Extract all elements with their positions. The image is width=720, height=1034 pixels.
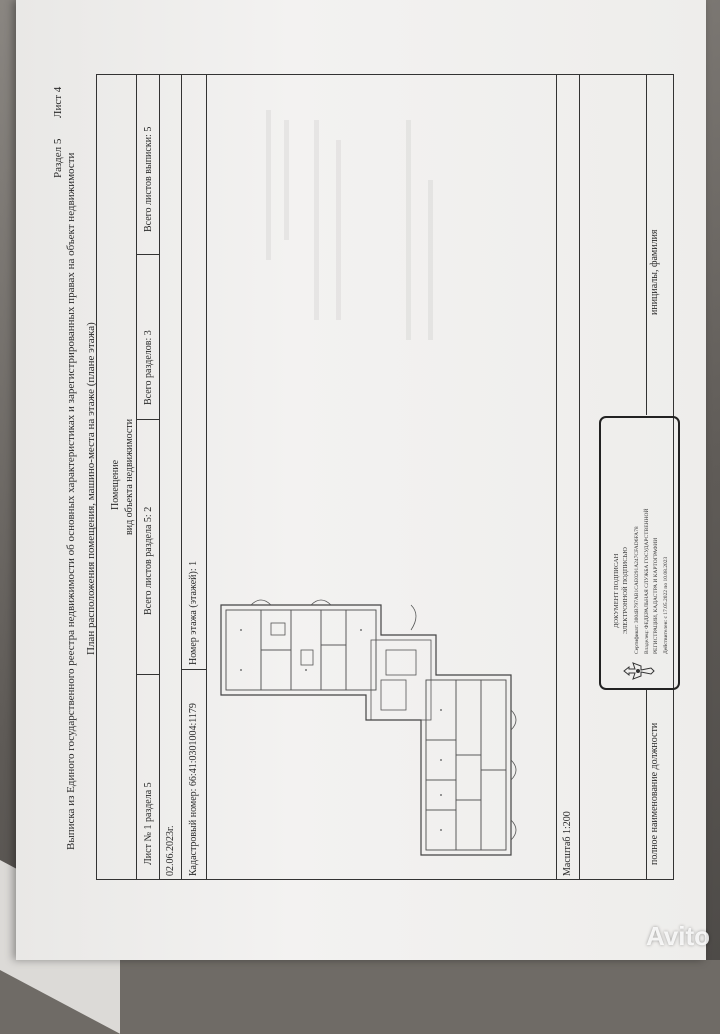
signature-line-1: ДОКУМЕНТ ПОДПИСАН <box>613 553 620 628</box>
sections-total: Всего разделов: 3 <box>143 330 154 405</box>
col-divider-1 <box>136 674 159 675</box>
sheets-total: Всего листов выписки: 5 <box>143 126 154 232</box>
object-type-value: Помещение <box>110 459 121 510</box>
position-caption: полное наименование должности <box>649 722 660 865</box>
table-bottom-border <box>579 75 580 880</box>
signature-validity: Действителен: с 17.05.2022 по 10.08.2023 <box>663 556 669 654</box>
row-line-scale <box>556 75 557 880</box>
watermark-brand: Avito <box>645 921 710 951</box>
table-top-border <box>96 75 97 880</box>
document-sheet: Выписка из Единого государственного реес… <box>16 0 706 960</box>
table-left-border <box>96 879 674 880</box>
avito-logo-icon: Avito <box>646 921 710 952</box>
bleed-through-text-3 <box>314 120 319 320</box>
bleed-through-text-4 <box>336 140 341 320</box>
initials-caption: инициалы, фамилия <box>649 229 660 315</box>
header-title: Выписка из Единого государственного реес… <box>65 152 77 850</box>
row-line-cadastral <box>206 75 207 880</box>
bleed-through-text-1 <box>266 110 271 260</box>
electronic-signature-stamp: ДОКУМЕНТ ПОДПИСАН ЭЛЕКТРОННОЙ ПОДПИСЬЮ С… <box>599 416 680 690</box>
sheets-in-section: Всего листов раздела 5: 2 <box>143 506 154 615</box>
row-line-sheet-info <box>159 75 160 880</box>
floor-number: Номер этажа (этажей): 1 <box>188 560 199 665</box>
col-divider-2 <box>136 419 159 420</box>
signature-line-2: ЭЛЕКТРОННОЙ ПОДПИСЬЮ <box>622 547 629 634</box>
row-line-object-type <box>136 75 137 880</box>
row-line-date <box>181 75 182 880</box>
col-divider-4 <box>181 669 206 670</box>
signature-owner: Владелец: ФЕДЕРАЛЬНАЯ СЛУЖБА ГОСУДАРСТВЕ… <box>644 508 650 654</box>
rotated-document: Выписка из Единого государственного реес… <box>16 0 720 960</box>
table-right-border <box>96 74 674 75</box>
bleed-through-text-6 <box>428 180 433 340</box>
section-label: Раздел 5 <box>52 138 64 178</box>
signature-certificate: Сертификат: 3004B797AB1CAE0291A247CFAD6F… <box>634 526 640 654</box>
signature-owner-cont: РЕГИСТРАЦИИ, КАДАСТРА И КАРТОГРАФИИ <box>653 537 659 654</box>
sheet-number: Лист № 1 раздела 5 <box>143 782 154 865</box>
bleed-through-text-2 <box>284 120 289 240</box>
bleed-through-text-5 <box>406 120 411 340</box>
position-underline <box>646 690 647 880</box>
col-divider-3 <box>136 254 159 255</box>
object-type-caption: вид объекта недвижимости <box>124 418 135 535</box>
coat-of-arms-icon <box>623 662 655 680</box>
sheet-label: Лист 4 <box>52 86 64 118</box>
issue-date: 02.06.2023г. <box>165 825 176 876</box>
scale-label: Масштаб 1:200 <box>562 811 573 876</box>
cadastral-number: Кадастровый номер: 66:41:0301004:1179 <box>188 703 199 876</box>
floor-plan-drawing <box>220 599 517 856</box>
initials-underline <box>646 75 647 415</box>
